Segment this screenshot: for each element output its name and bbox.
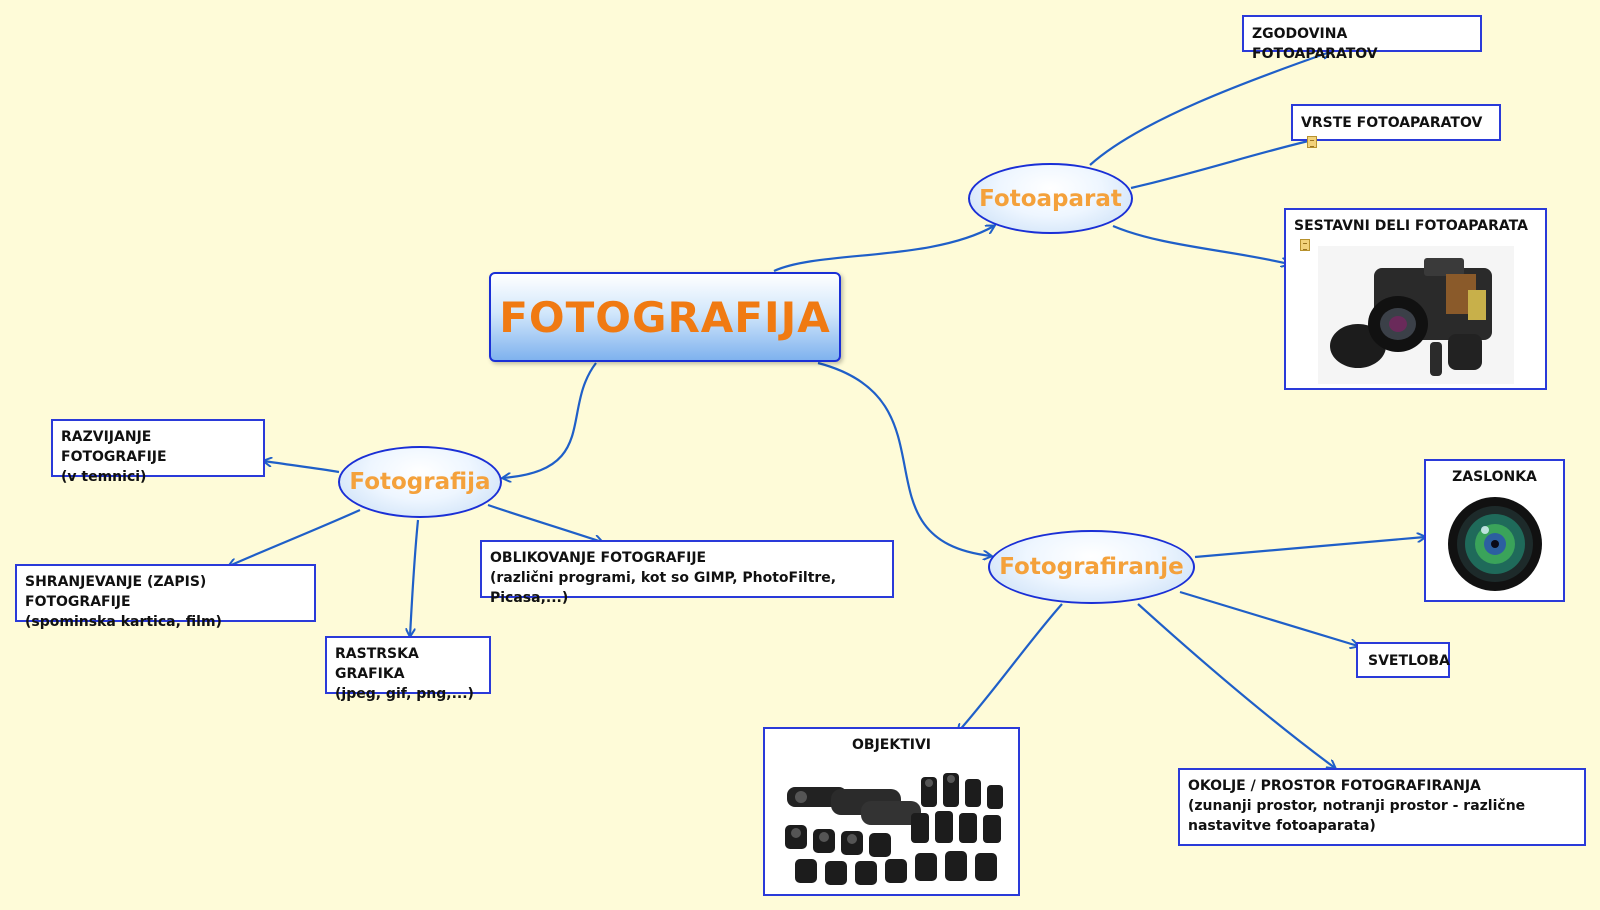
topic-title: RASTRSKA GRAFIKA bbox=[335, 646, 419, 682]
topic-title: ZASLONKA bbox=[1452, 469, 1537, 485]
branch-fotografija[interactable]: Fotografija bbox=[338, 446, 502, 518]
camera-parts-image bbox=[1318, 246, 1514, 384]
connector-fotografiranje-svetloba bbox=[1179, 590, 1358, 646]
topic-vrste-fotoaparatov[interactable]: VRSTE FOTOAPARATOV bbox=[1291, 104, 1501, 148]
note-icon[interactable] bbox=[1300, 239, 1310, 251]
topic-subtitle: (v temnici) bbox=[61, 469, 147, 485]
topic-okolje-prostor-fotografiranja[interactable]: OKOLJE / PROSTOR FOTOGRAFIRANJA (zunanji… bbox=[1178, 768, 1586, 846]
connector-central-fotoaparat bbox=[773, 226, 994, 273]
branch-fotografiranje[interactable]: Fotografiranje bbox=[988, 530, 1195, 604]
connector-central-fotografiranje bbox=[817, 361, 991, 556]
topic-title: VRSTE FOTOAPARATOV bbox=[1301, 115, 1483, 131]
topic-title: OKOLJE / PROSTOR FOTOGRAFIRANJA bbox=[1188, 778, 1481, 794]
topic-subtitle: (različni programi, kot so GIMP, PhotoFi… bbox=[490, 570, 837, 606]
topic-subtitle: (zunanji prostor, notranji prostor - raz… bbox=[1188, 798, 1526, 834]
branch-fotoaparat[interactable]: Fotoaparat bbox=[968, 163, 1133, 234]
topic-zgodovina-fotoaparatov[interactable]: ZGODOVINA FOTOAPARATOV bbox=[1242, 15, 1482, 62]
topic-subtitle: (spominska kartica, film) bbox=[25, 614, 222, 630]
topic-subtitle: (jpeg, gif, png,...) bbox=[335, 686, 474, 702]
topic-objektivi[interactable]: OBJEKTIVI bbox=[763, 727, 1020, 896]
connector-fotografija-razvijanje bbox=[264, 461, 340, 474]
connector-fotografija-shranjevanje bbox=[229, 508, 361, 566]
topic-oblikovanje-fotografije[interactable]: OBLIKOVANJE FOTOGRAFIJE (različni progra… bbox=[480, 540, 894, 606]
connector-fotografija-rastrska bbox=[410, 519, 420, 636]
topic-title: OBJEKTIVI bbox=[852, 737, 931, 753]
connector-fotoaparat-zgodovina bbox=[1089, 52, 1330, 166]
topic-shranjevanje-fotografije[interactable]: SHRANJEVANJE (ZAPIS) FOTOGRAFIJE (spomin… bbox=[15, 564, 316, 630]
topic-title: ZGODOVINA FOTOAPARATOV bbox=[1252, 26, 1378, 62]
connector-central-fotografija bbox=[503, 362, 597, 478]
topic-title: SESTAVNI DELI FOTOAPARATA bbox=[1294, 218, 1528, 234]
lenses-image bbox=[771, 763, 1012, 889]
connector-fotografiranje-okolje bbox=[1137, 603, 1335, 768]
connector-fotografiranje-objektivi bbox=[958, 603, 1063, 732]
note-icon[interactable] bbox=[1307, 136, 1317, 148]
topic-svetloba[interactable]: SVETLOBA bbox=[1356, 642, 1450, 678]
topic-title: OBLIKOVANJE FOTOGRAFIJE bbox=[490, 550, 707, 566]
central-topic[interactable]: FOTOGRAFIJA bbox=[489, 272, 841, 362]
topic-title: SVETLOBA bbox=[1368, 653, 1450, 669]
topic-rastrska-grafika[interactable]: RASTRSKA GRAFIKA (jpeg, gif, png,...) bbox=[325, 636, 491, 702]
connector-fotoaparat-vrste bbox=[1130, 139, 1317, 190]
connector-fotoaparat-sestavni bbox=[1112, 224, 1289, 264]
topic-zaslonka[interactable]: ZASLONKA bbox=[1424, 459, 1565, 602]
connector-fotografija-oblikovanje bbox=[487, 503, 602, 542]
aperture-image bbox=[1435, 495, 1556, 593]
topic-title: RAZVIJANJE FOTOGRAFIJE bbox=[61, 429, 167, 465]
topic-razvijanje-fotografije[interactable]: RAZVIJANJE FOTOGRAFIJE (v temnici) bbox=[51, 419, 265, 485]
topic-sestavni-deli-fotoaparata[interactable]: SESTAVNI DELI FOTOAPARATA bbox=[1284, 208, 1547, 390]
connector-fotografiranje-zaslonka bbox=[1194, 537, 1425, 559]
topic-title: SHRANJEVANJE (ZAPIS) FOTOGRAFIJE bbox=[25, 574, 207, 610]
